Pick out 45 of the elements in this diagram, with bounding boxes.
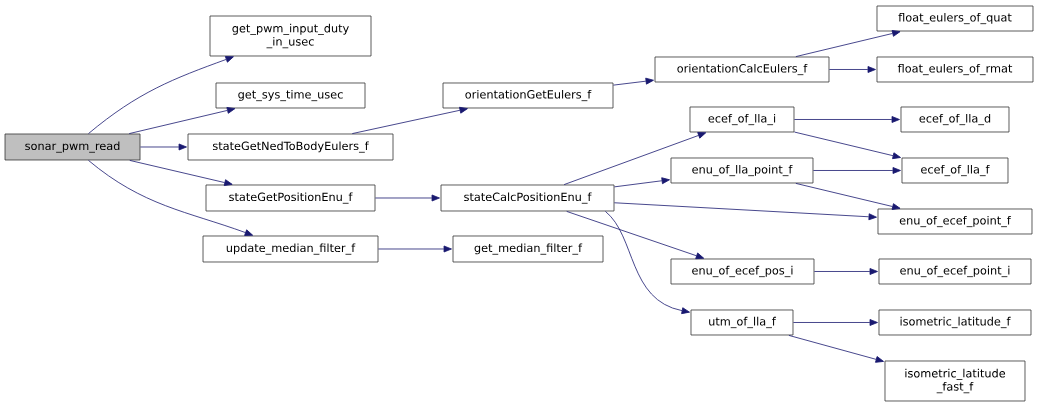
function-box: enu_of_ecef_point_f xyxy=(877,208,1033,235)
function-box: enu_of_ecef_pos_i xyxy=(670,258,815,285)
function-box: get_sys_time_usec xyxy=(215,82,366,109)
arrow xyxy=(793,319,878,326)
arrow xyxy=(128,107,236,134)
function-box: ecef_of_lla_d xyxy=(900,106,1010,133)
function-box: float_eulers_of_rmat xyxy=(876,56,1034,83)
function-box: orientationCalcEulers_f xyxy=(654,56,830,83)
arrow xyxy=(605,211,690,315)
arrow xyxy=(375,194,440,202)
function-box: utm_of_lla_f xyxy=(690,309,794,336)
function-box: orientationGetEulers_f xyxy=(442,82,614,109)
function-box: stateGetNedToBodyEulers_f xyxy=(187,133,394,161)
function-box: enu_of_ecef_point_i xyxy=(878,258,1032,285)
arrow xyxy=(614,177,670,188)
arrow xyxy=(613,77,654,86)
function-box: isometric_latitude _fast_f xyxy=(884,360,1026,402)
arrow xyxy=(795,30,901,57)
arrow xyxy=(788,335,884,363)
arrow xyxy=(566,211,705,260)
function-box: enu_of_lla_point_f xyxy=(670,157,814,184)
arrow xyxy=(814,268,878,275)
arrow xyxy=(563,132,707,185)
arrow xyxy=(88,160,254,236)
function-box: get_median_filter_f xyxy=(452,235,604,263)
arrow xyxy=(813,167,901,174)
arrow xyxy=(88,56,234,134)
arrow xyxy=(795,183,901,210)
arrow xyxy=(378,245,452,253)
arrow xyxy=(614,202,877,221)
function-box: ecef_of_lla_i xyxy=(689,106,795,133)
function-box: stateCalcPositionEnu_f xyxy=(440,184,615,212)
arrow xyxy=(829,66,876,73)
function-box: stateGetPositionEnu_f xyxy=(205,184,376,212)
function-box: sonar_pwm_read xyxy=(4,133,141,161)
function-box: float_eulers_of_quat xyxy=(876,5,1034,32)
arrow xyxy=(129,160,233,186)
arrow xyxy=(351,106,468,134)
arrow xyxy=(794,131,901,160)
function-box: isometric_latitude_f xyxy=(878,309,1032,336)
arrow xyxy=(140,143,187,151)
arrow xyxy=(794,116,900,123)
function-box: get_pwm_input_duty _in_usec xyxy=(209,15,372,57)
function-box: ecef_of_lla_f xyxy=(901,157,1009,184)
function-box: update_median_filter_f xyxy=(202,235,379,263)
